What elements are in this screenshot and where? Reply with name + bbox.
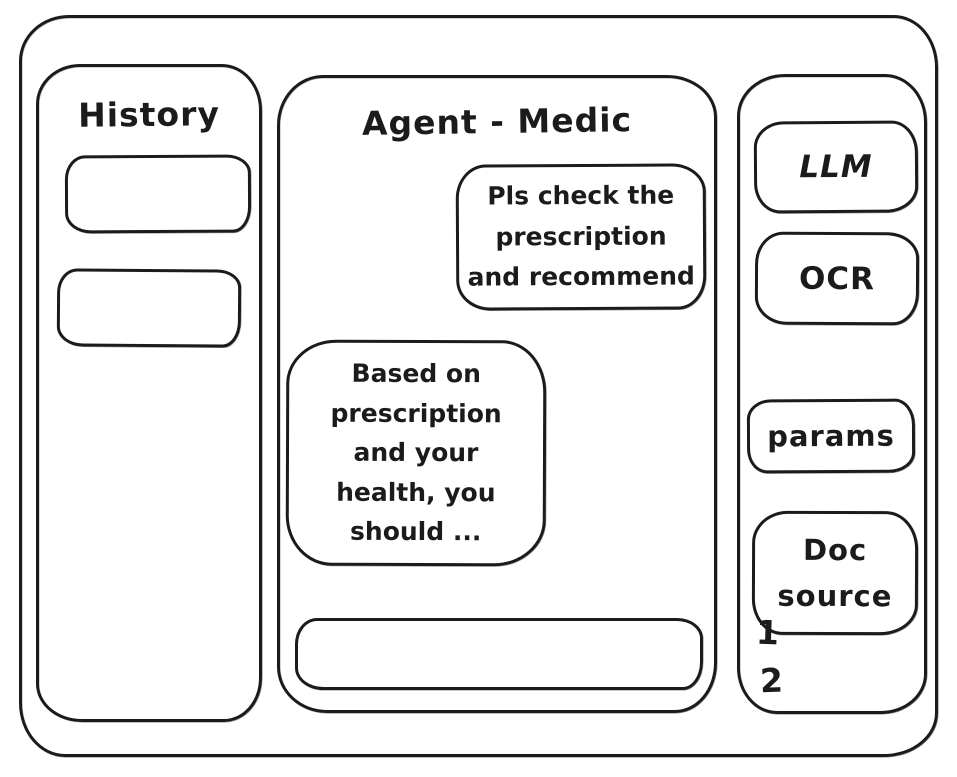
doc-source-item-2: 2 <box>759 660 784 701</box>
llm-button[interactable]: LLM <box>753 120 919 214</box>
history-sidebar: History <box>36 64 262 722</box>
history-item[interactable] <box>64 154 252 234</box>
history-title: History <box>77 94 221 135</box>
chat-title: Agent - Medic <box>361 100 633 143</box>
doc-source-item-1: 1 <box>755 612 780 653</box>
message-input[interactable] <box>295 618 703 690</box>
params-button[interactable]: params <box>746 398 916 474</box>
window-frame <box>19 15 938 757</box>
history-item[interactable] <box>56 268 242 348</box>
ocr-button[interactable]: OCR <box>754 231 920 326</box>
user-message-bubble: Pls check the prescription and recommend <box>455 163 707 311</box>
tools-sidebar: LLM OCR params Doc source 1 2 <box>737 74 927 714</box>
assistant-message-bubble: Based on prescription and your health, y… <box>285 339 547 567</box>
chat-panel: Agent - Medic Pls check the prescription… <box>277 75 717 713</box>
